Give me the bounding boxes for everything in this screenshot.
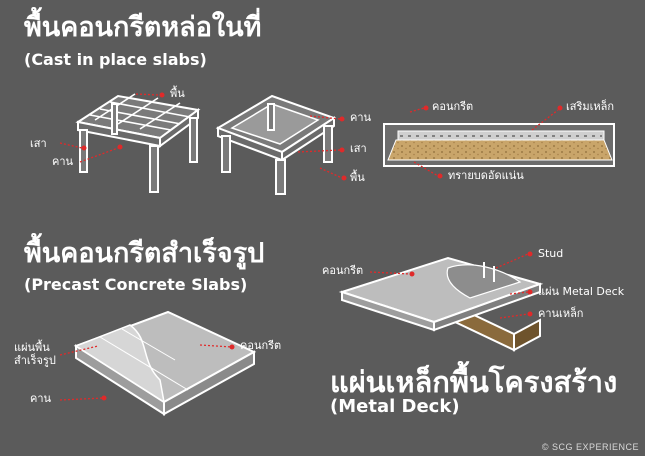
cast-in-place-slab-illustration xyxy=(215,94,337,195)
copyright-watermark: © SCG EXPERIENCE xyxy=(541,442,639,452)
label-steel-beam: คานเหล็ก xyxy=(538,307,584,320)
label-precast-slab: แผ่นพื้น สำเร็จรูป xyxy=(14,341,56,367)
label-slab-frame-a: พื้น xyxy=(170,87,185,100)
cast-in-place-title-th: พื้นคอนกรีตหล่อในที่ xyxy=(24,12,262,43)
label-beam-frame-a: คาน xyxy=(52,155,74,168)
cast-in-place-title-en: (Cast in place slabs) xyxy=(24,50,207,69)
label-column-frame-a: เสา xyxy=(30,137,47,150)
slab-on-grade-section xyxy=(383,123,615,167)
cast-in-place-frame-illustration xyxy=(75,93,201,193)
metal-deck-illustration xyxy=(338,256,544,352)
callout-pointers xyxy=(59,93,559,401)
precast-title-th: พื้นคอนกรีตสำเร็จรูป xyxy=(24,238,265,269)
precast-slab-illustration xyxy=(73,310,257,416)
metal-deck-title-en: (Metal Deck) xyxy=(330,396,460,417)
label-stud: Stud xyxy=(538,247,564,260)
label-slab-frame-b: พื้น xyxy=(350,171,365,184)
label-precast-beam: คาน xyxy=(30,392,52,405)
label-metal-deck: แผ่น Metal Deck xyxy=(538,285,625,298)
callout-dots xyxy=(81,92,563,401)
precast-title-en: (Precast Concrete Slabs) xyxy=(24,275,248,294)
label-beam-frame-b: คาน xyxy=(350,111,372,124)
metal-deck-title-th: แผ่นเหล็กพื้นโครงสร้าง xyxy=(330,365,618,399)
label-column-frame-b: เสา xyxy=(350,142,367,155)
label-compacted-sand: ทรายบดอัดแน่น xyxy=(448,169,524,182)
label-concrete-section: คอนกรีต xyxy=(432,100,474,113)
label-rebar-section: เสริมเหล็ก xyxy=(566,100,615,113)
label-precast-concrete: คอนกรีต xyxy=(240,339,282,352)
label-deck-concrete: คอนกรีต xyxy=(322,264,364,277)
